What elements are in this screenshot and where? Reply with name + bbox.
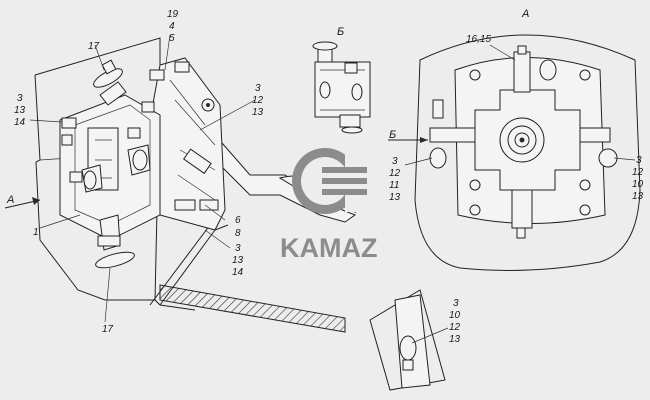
view-b-detail xyxy=(312,41,371,134)
left-leader-lines xyxy=(29,34,256,323)
callout-3-c: 3 xyxy=(235,243,241,254)
view-b-title: Б xyxy=(337,26,344,38)
bottom-detail xyxy=(369,289,449,391)
view-b-arrow-label: Б xyxy=(389,129,396,141)
callout-14-c: 14 xyxy=(232,267,244,278)
callout-labels: 19 4 5 17 3 13 14 3 12 13 6 8 3 13 14 1 … xyxy=(6,8,644,345)
callout-r-12-a: 12 xyxy=(389,168,401,179)
callout-r-12-b: 12 xyxy=(632,167,644,178)
callout-4: 4 xyxy=(169,21,175,32)
callout-r-13-a: 13 xyxy=(389,192,401,203)
callout-6: 6 xyxy=(235,215,241,226)
bottom-knob xyxy=(95,251,135,269)
callout-17-top: 17 xyxy=(88,41,100,52)
callout-r-3-b: 3 xyxy=(636,155,642,166)
callout-r-11: 11 xyxy=(389,180,399,191)
callout-14-a: 14 xyxy=(14,117,26,128)
callout-8: 8 xyxy=(235,228,241,239)
callout-r-13-b: 13 xyxy=(632,191,644,202)
view-a-detail xyxy=(388,34,641,271)
top-knob xyxy=(93,68,123,88)
callout-1: 1 xyxy=(33,227,39,238)
callout-13-c: 13 xyxy=(232,255,244,266)
callout-12-b: 12 xyxy=(252,95,264,106)
callout-13-b: 13 xyxy=(252,107,264,118)
cab-contour xyxy=(414,34,641,271)
callout-r-3-a: 3 xyxy=(392,156,398,167)
floor-section xyxy=(159,284,346,333)
left-assembly xyxy=(4,34,357,333)
callout-d-13: 13 xyxy=(449,334,461,345)
callout-d-12: 12 xyxy=(449,322,461,333)
brand-name: KAMAZ xyxy=(280,233,377,263)
callout-d-10: 10 xyxy=(449,310,461,321)
right-leader-lines xyxy=(404,44,636,166)
callout-17-bottom: 17 xyxy=(102,324,114,335)
callout-d-3: 3 xyxy=(453,298,459,309)
kamaz-logo: KAMAZ xyxy=(280,148,377,263)
callout-3-b: 3 xyxy=(255,83,261,94)
top-valve-stem xyxy=(99,81,127,106)
callout-5: 5 xyxy=(169,33,175,44)
callout-3-a: 3 xyxy=(17,93,23,104)
callout-19: 19 xyxy=(167,9,179,20)
callout-r-10-b: 10 xyxy=(632,179,644,190)
callout-16-15: 16,15 xyxy=(466,34,491,45)
view-a-title: А xyxy=(521,8,529,20)
view-a-arrow-label: А xyxy=(6,194,14,206)
callout-13-a: 13 xyxy=(14,105,26,116)
